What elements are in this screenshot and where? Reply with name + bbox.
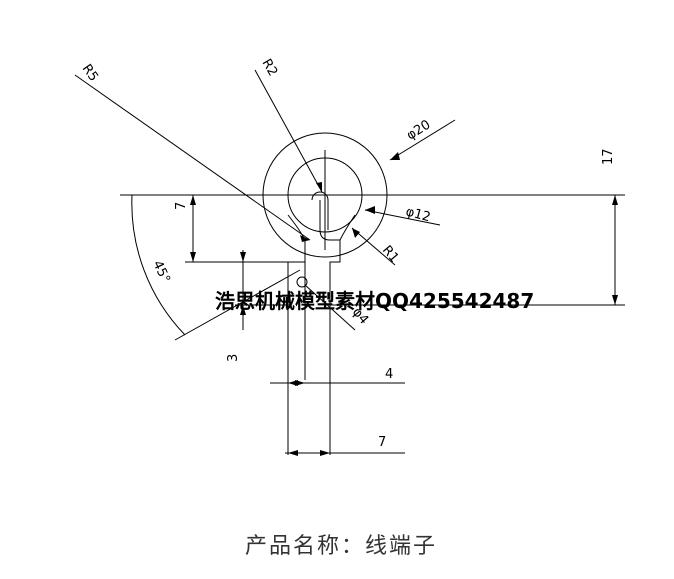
dia4-leader — [304, 284, 356, 331]
label-r2: R2 — [259, 57, 281, 79]
label-dim7-bottom: 7 — [378, 435, 386, 450]
label-dim7-left: 7 — [174, 202, 189, 210]
label-r5: R5 — [79, 62, 101, 85]
r5-leader — [74, 74, 311, 241]
label-dia12: φ12 — [404, 204, 432, 225]
small-hole — [296, 276, 308, 288]
label-dim4: 4 — [385, 367, 393, 382]
label-dim3: 3 — [226, 354, 241, 362]
dia12-leader — [364, 209, 441, 226]
slot — [311, 191, 329, 230]
r2-leader — [254, 69, 323, 193]
angle-arc — [131, 194, 186, 336]
label-angle45: 45° — [149, 258, 172, 285]
watermark: 浩思机械模型素材QQ425542487 — [215, 289, 534, 313]
label-r1: R1 — [379, 243, 402, 266]
r1-leader — [351, 227, 396, 266]
terminal-outline — [287, 200, 356, 455]
label-dim17: 17 — [601, 148, 616, 165]
dia20-leader — [389, 119, 456, 161]
product-name-caption: 产品名称：线端子 — [245, 534, 437, 559]
arrowheads — [190, 152, 618, 456]
label-dia20: φ20 — [404, 117, 433, 143]
